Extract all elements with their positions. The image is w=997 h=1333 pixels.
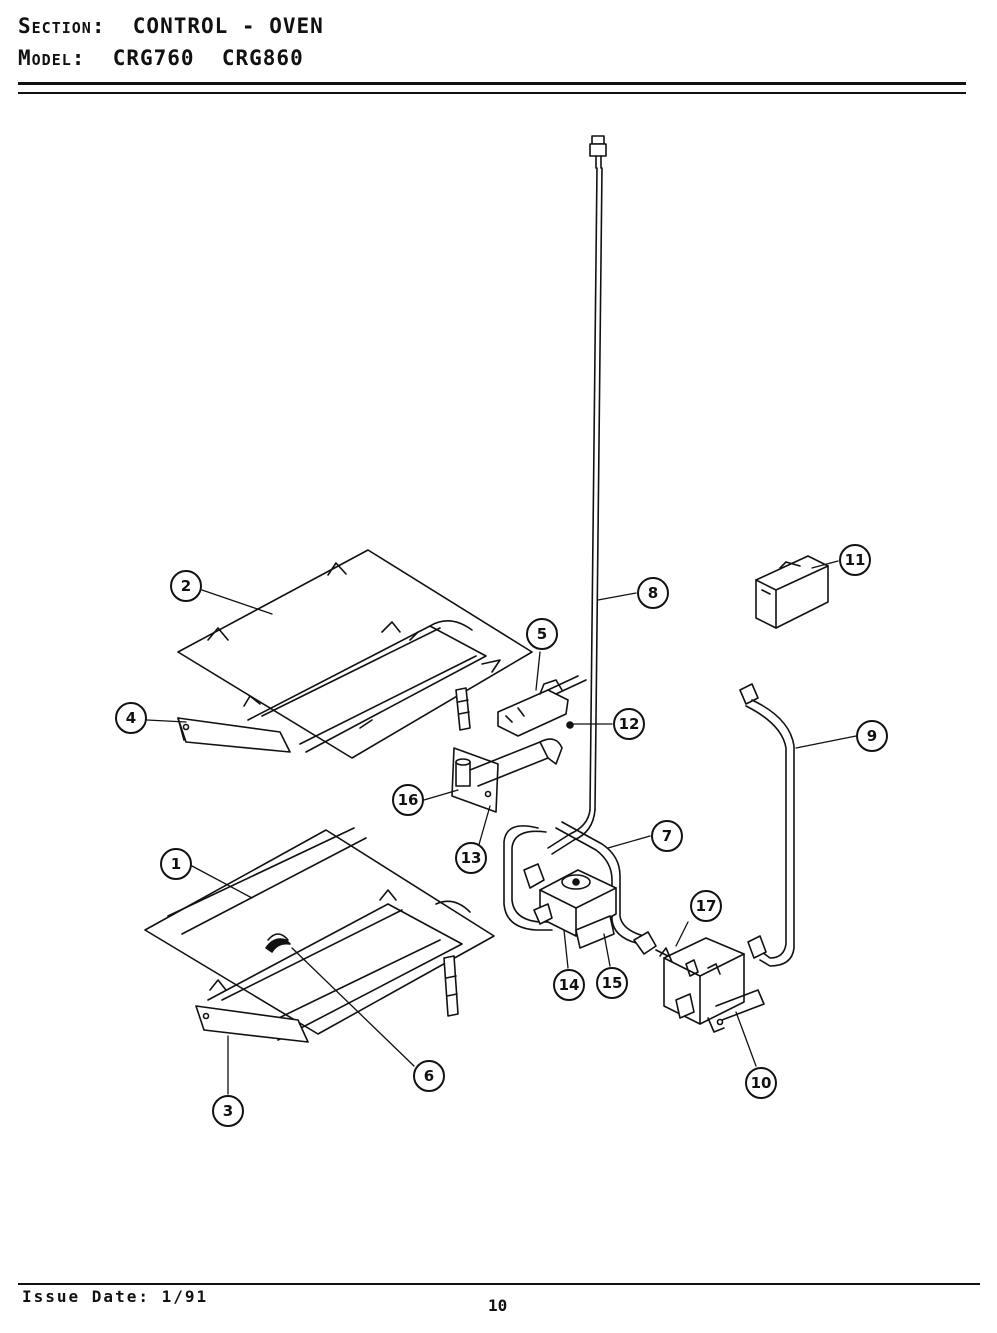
callout-5: 5 [526, 618, 558, 650]
leader-9 [795, 735, 857, 749]
model-value: CRG760 CRG860 [112, 46, 304, 70]
valve-fitting-17 [633, 931, 673, 963]
leader-17 [675, 921, 689, 947]
igniter-switch-5 [497, 675, 587, 737]
leader-13 [477, 805, 491, 849]
lower-baffle-1 [144, 827, 495, 1041]
callout-11: 11 [839, 544, 871, 576]
loop-tube-7 [503, 821, 645, 945]
issue-date: Issue Date: 1/91 [22, 1287, 209, 1306]
model-heading: Model: CRG760 CRG860 [18, 46, 304, 70]
footer-rule [18, 1283, 980, 1285]
page-number: 10 [488, 1296, 508, 1315]
callout-15: 15 [596, 967, 628, 999]
cover-block-11 [755, 555, 829, 629]
callout-8: 8 [637, 577, 669, 609]
leader-11 [811, 560, 839, 569]
callout-5-label: 5 [537, 625, 547, 643]
callout-13-label: 13 [461, 849, 482, 867]
callout-6-label: 6 [424, 1067, 434, 1085]
leader-1 [191, 865, 253, 899]
callout-14: 14 [553, 969, 585, 1001]
gas-tube-8 [547, 135, 607, 855]
section-heading: Section: CONTROL - OVEN [18, 14, 324, 38]
callout-14-label: 14 [559, 976, 580, 994]
callout-2: 2 [170, 570, 202, 602]
callout-7: 7 [651, 820, 683, 852]
lower-bracket-3 [195, 1005, 309, 1043]
header-rule-thin [18, 92, 966, 94]
callout-10: 10 [745, 1067, 777, 1099]
callout-6: 6 [413, 1060, 445, 1092]
leader-2 [201, 589, 273, 615]
leader-7 [607, 835, 651, 849]
callout-7-label: 7 [662, 827, 672, 845]
callout-16-label: 16 [398, 791, 419, 809]
regulator-14 [523, 863, 617, 937]
callout-17-label: 17 [696, 897, 717, 915]
callout-9-label: 9 [867, 727, 877, 745]
inlet-tube-9 [739, 683, 795, 967]
leader-5 [535, 651, 541, 691]
regulator-bracket-15 [575, 915, 615, 949]
callout-13: 13 [455, 842, 487, 874]
header-rule-thick [18, 82, 966, 85]
callout-16: 16 [392, 784, 424, 816]
callout-9: 9 [856, 720, 888, 752]
callout-10-label: 10 [751, 1074, 772, 1092]
safety-valve-10 [663, 937, 765, 1033]
leader-10 [735, 1011, 757, 1067]
clip-6 [265, 938, 291, 953]
leader-16 [423, 789, 459, 801]
model-label: Model: [18, 46, 86, 70]
section-value: CONTROL - OVEN [132, 14, 324, 38]
callout-3: 3 [212, 1095, 244, 1127]
leader-8 [597, 592, 637, 601]
callout-4: 4 [115, 702, 147, 734]
leader-14 [563, 929, 569, 969]
pilot-assembly-16 [455, 738, 563, 787]
upper-baffle-2 [177, 549, 533, 759]
callout-3-label: 3 [223, 1102, 233, 1120]
upper-burner-tube [455, 687, 471, 731]
callout-4-label: 4 [126, 709, 136, 727]
leader-15 [603, 933, 611, 967]
section-label: Section: [18, 14, 106, 38]
screw-12 [566, 721, 574, 729]
callout-1-label: 1 [171, 855, 181, 873]
upper-bracket-4 [177, 717, 291, 753]
callout-17: 17 [690, 890, 722, 922]
callout-8-label: 8 [648, 584, 658, 602]
leader-6 [291, 947, 415, 1067]
leader-lines [146, 560, 857, 1095]
callout-12: 12 [613, 708, 645, 740]
callout-11-label: 11 [845, 551, 866, 569]
leader-4 [146, 719, 187, 723]
callout-1: 1 [160, 848, 192, 880]
callout-15-label: 15 [602, 974, 623, 992]
lower-burner-tube [443, 955, 459, 1017]
callout-2-label: 2 [181, 577, 191, 595]
callout-12-label: 12 [619, 715, 640, 733]
